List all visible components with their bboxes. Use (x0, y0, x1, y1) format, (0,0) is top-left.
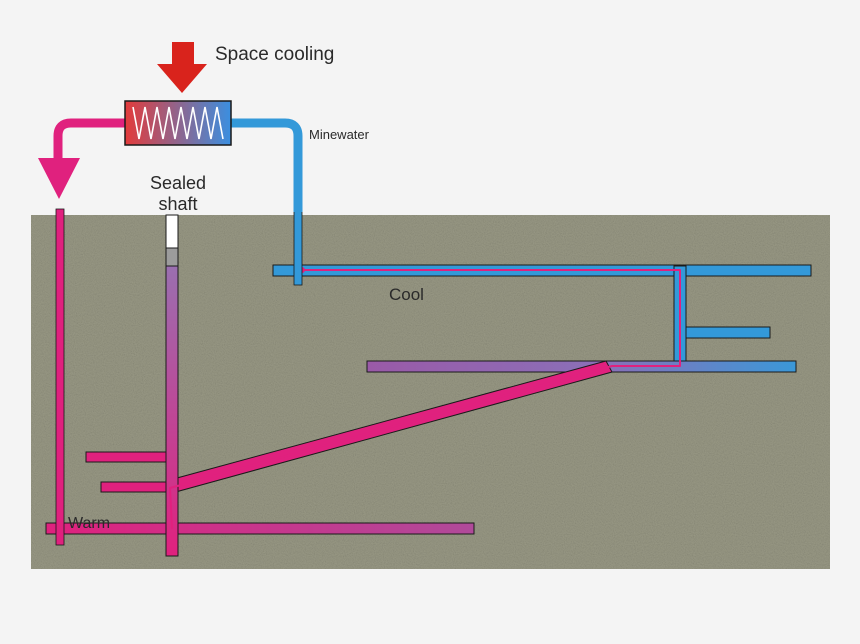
cool-label: Cool (389, 285, 424, 304)
lower-drift (45, 522, 475, 535)
shaft-seal-white (165, 214, 179, 249)
intake-riser-underground (293, 208, 303, 286)
shaft-water-column (165, 265, 179, 557)
red-arrow-shaft (172, 42, 194, 64)
sealed-shaft (165, 214, 179, 557)
warm-stub-drift-upper (85, 451, 171, 463)
shaft-plug (165, 247, 179, 267)
shaft-label: shaft (158, 194, 197, 214)
magenta-down-arrow-icon (38, 158, 80, 199)
return-pipe (53, 118, 126, 158)
space-cooling-label: Space cooling (215, 44, 334, 65)
heat-exchanger-icon (124, 100, 232, 146)
return-downpipe (55, 208, 65, 546)
minewater-label: Minewater (309, 127, 370, 142)
heat-exchanger-coil (132, 106, 224, 140)
red-down-arrow-icon (157, 42, 207, 93)
intake-pipe (231, 118, 303, 212)
warm-stub-drift-lower (100, 481, 174, 493)
warm-return (38, 118, 126, 546)
warm-label: Warm (68, 515, 110, 532)
warm-flow-path (169, 269, 681, 529)
middle-stub-drift (685, 326, 771, 339)
warm-workings (45, 451, 475, 535)
sealed-label: Sealed (150, 173, 206, 193)
minewater-intake (231, 118, 303, 286)
red-arrow-head (157, 64, 207, 93)
